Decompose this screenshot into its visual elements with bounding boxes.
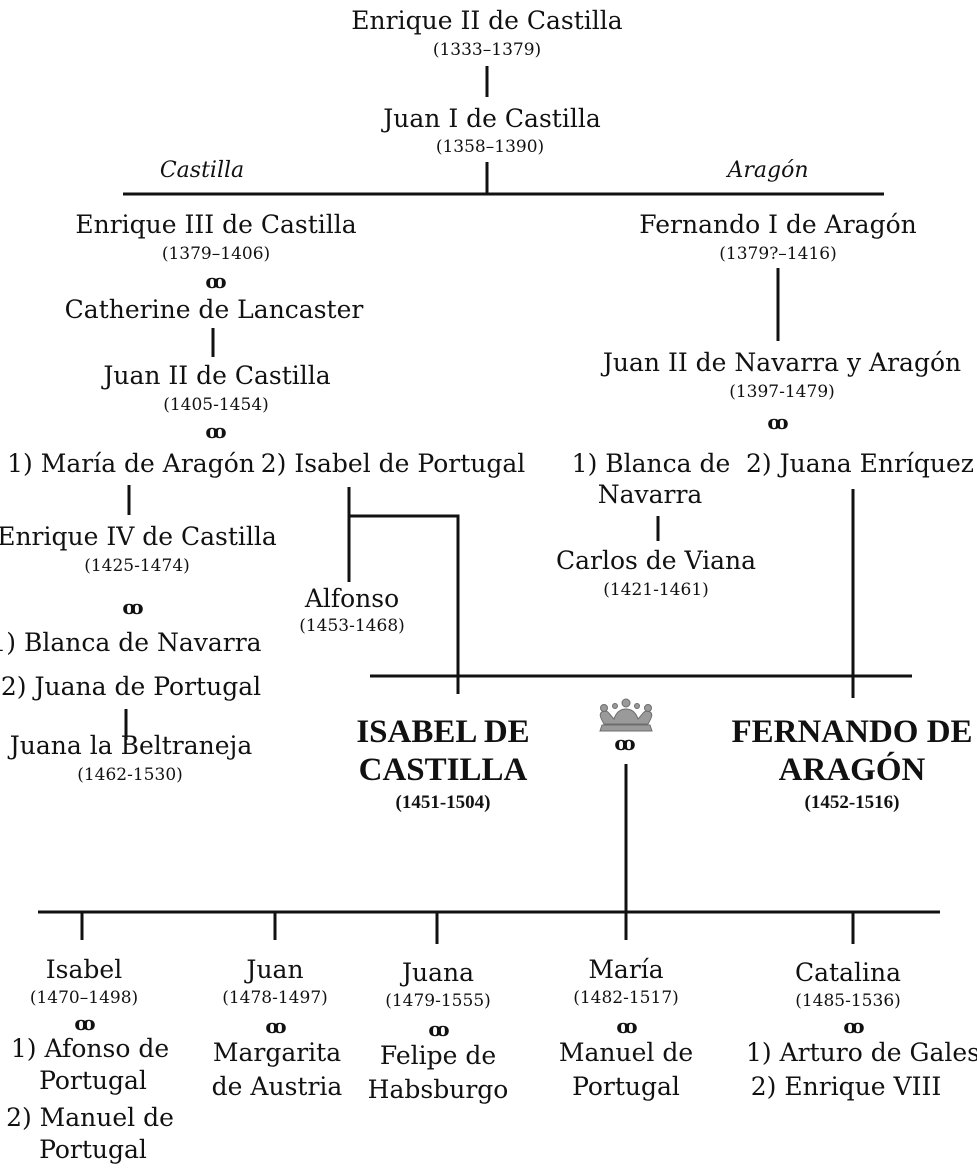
- person-blanca-navarra-1-name: 1) Blanca de Navarra: [0, 628, 262, 657]
- person-isabel-castilla-dates: (1451-1504): [395, 792, 491, 813]
- person-enrique3-dates: (1379–1406): [161, 244, 271, 264]
- marriage-rings-icon: ꝏ: [205, 419, 226, 443]
- person-beltraneja-name: Juana la Beltraneja: [9, 731, 253, 760]
- child-juana-spouse-line: Felipe de: [379, 1041, 497, 1070]
- person-juan1-dates: (1358–1390): [435, 137, 545, 157]
- marriage-rings-icon: ꝏ: [616, 1014, 637, 1038]
- child-isabel-spouse-line: 2) Manuel de: [6, 1103, 174, 1132]
- child-isabel-spouse-line: 1) Afonso de: [10, 1034, 170, 1063]
- person-enrique4-name: Enrique IV de Castilla: [0, 522, 277, 551]
- person-enrique2-dates: (1333–1379): [432, 40, 542, 60]
- person-blanca-navarra-2-line2: Navarra: [597, 480, 703, 509]
- person-catherine-name: Catherine de Lancaster: [64, 295, 364, 324]
- child-juana-name: Juana: [401, 958, 475, 987]
- person-carlos-viana-dates: (1421-1461): [603, 580, 709, 600]
- person-juan2c-name: Juan II de Castilla: [103, 361, 331, 390]
- child-isabel-name: Isabel: [45, 955, 123, 984]
- child-isabel-spouse-line: Portugal: [39, 1135, 147, 1164]
- marriage-rings-icon: ꝏ: [265, 1014, 286, 1038]
- child-isabel-spouse-line: Portugal: [39, 1066, 147, 1095]
- side-label-castilla: Castilla: [159, 158, 245, 183]
- person-juan1-name: Juan I de Castilla: [383, 104, 601, 133]
- person-beltraneja-dates: (1462-1530): [77, 765, 183, 785]
- person-enrique2-name: Enrique II de Castilla: [351, 6, 623, 35]
- crown-icon: [599, 698, 653, 732]
- child-isabel-dates: (1470–1498): [29, 988, 139, 1008]
- marriage-rings-icon: ꝏ: [74, 1011, 95, 1035]
- child-catalina-spouse-line: 1) Arturo de Gales: [746, 1038, 977, 1067]
- person-isabel-castilla-line1: ISABEL DE: [356, 714, 530, 750]
- marriage-rings-icon: ꝏ: [122, 595, 143, 619]
- child-maria-name: María: [588, 955, 664, 984]
- person-isabel-portugal-name: 2) Isabel de Portugal: [260, 449, 526, 478]
- child-catalina-name: Catalina: [795, 958, 901, 987]
- person-juan2na-name: Juan II de Navarra y Aragón: [602, 348, 962, 377]
- child-juan-spouse-line: de Austria: [211, 1072, 343, 1101]
- side-label-aragon: Aragón: [727, 158, 809, 183]
- child-juan-spouse-line: Margarita: [212, 1038, 342, 1067]
- marriage-rings-icon: ꝏ: [614, 731, 635, 755]
- person-carlos-viana-name: Carlos de Viana: [555, 546, 757, 575]
- child-juana-dates: (1479-1555): [385, 991, 491, 1011]
- marriage-rings-icon: ꝏ: [843, 1014, 864, 1038]
- child-maria-spouse-line: Manuel de: [558, 1038, 694, 1067]
- person-fernando-aragon-line1: FERNANDO DE: [731, 714, 973, 750]
- child-catalina-spouse-line: 2) Enrique VIII: [750, 1072, 942, 1101]
- person-alfonso-dates: (1453-1468): [299, 616, 405, 636]
- person-blanca-navarra-2-line1: 1) Blanca de: [571, 449, 731, 478]
- person-maria-aragon-name: 1) María de Aragón: [7, 449, 255, 478]
- child-maria-spouse-line: Portugal: [572, 1072, 680, 1101]
- person-enrique3-name: Enrique III de Castilla: [75, 210, 357, 239]
- child-juan-name: Juan: [246, 955, 304, 984]
- child-maria-dates: (1482-1517): [573, 988, 679, 1008]
- line-isabelpt-isabel: [349, 514, 460, 694]
- person-juana-portugal-name: 2) Juana de Portugal: [0, 672, 262, 701]
- person-juan2c-dates: (1405-1454): [163, 395, 269, 415]
- child-juan-dates: (1478-1497): [222, 988, 328, 1008]
- marriage-rings-icon: ꝏ: [767, 410, 788, 434]
- person-fernando1-name: Fernando I de Aragón: [639, 210, 917, 239]
- person-fernando-aragon-dates: (1452-1516): [804, 792, 900, 813]
- person-fernando-aragon-line2: ARAGÓN: [778, 752, 926, 788]
- person-alfonso-name: Alfonso: [304, 584, 400, 613]
- person-juana-enriquez-name: 2) Juana Enríquez: [746, 449, 974, 478]
- child-catalina-dates: (1485-1536): [795, 991, 901, 1011]
- person-juan2na-dates: (1397-1479): [729, 382, 835, 402]
- marriage-rings-icon: ꝏ: [428, 1017, 449, 1041]
- child-juana-spouse-line: Habsburgo: [367, 1075, 509, 1104]
- person-isabel-castilla-line2: CASTILLA: [358, 752, 528, 788]
- person-enrique4-dates: (1425-1474): [84, 556, 190, 576]
- person-fernando1-dates: (1379?–1416): [719, 244, 837, 264]
- marriage-rings-icon: ꝏ: [205, 269, 226, 293]
